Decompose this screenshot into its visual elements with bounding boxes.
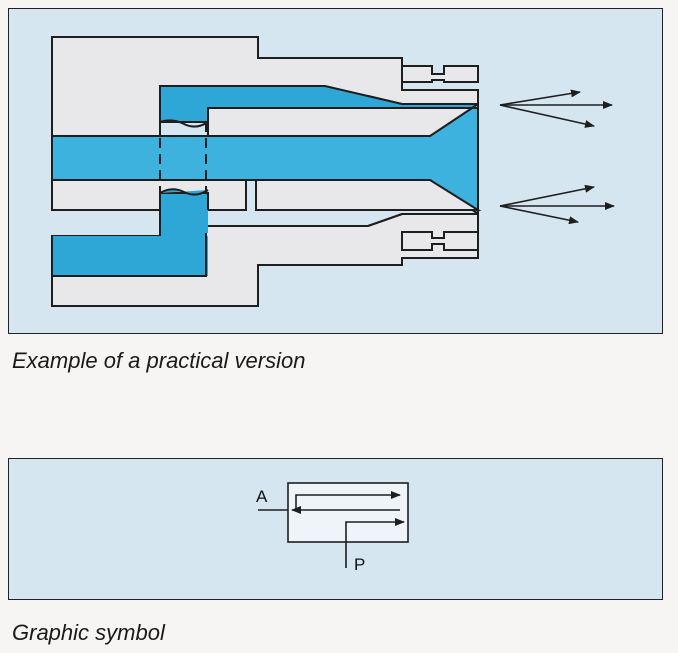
port-p-label: P bbox=[354, 555, 365, 574]
lower-blue-band bbox=[52, 236, 208, 276]
break-line-upper bbox=[159, 119, 209, 128]
jet-arrows-upper bbox=[499, 89, 613, 128]
upper-inner-sleeve bbox=[207, 102, 479, 137]
flange-upper bbox=[401, 65, 479, 83]
symbol-box bbox=[287, 482, 409, 543]
lower-sleeve-left bbox=[51, 179, 247, 211]
break-line-lower bbox=[159, 188, 209, 196]
lower-blue-pocket bbox=[160, 193, 208, 233]
flange-lower bbox=[401, 231, 479, 251]
lower-sleeve-right bbox=[255, 179, 482, 211]
practical-version-caption: Example of a practical version bbox=[12, 348, 306, 373]
flow-path-top bbox=[295, 491, 401, 510]
flow-path-supply bbox=[345, 518, 405, 542]
nozzle-cross-section bbox=[51, 36, 482, 307]
port-a-label: A bbox=[256, 487, 268, 506]
graphic-symbol-caption: Graphic symbol bbox=[12, 620, 165, 645]
valve-symbol bbox=[258, 482, 409, 568]
jet-arrows-lower bbox=[499, 184, 615, 225]
